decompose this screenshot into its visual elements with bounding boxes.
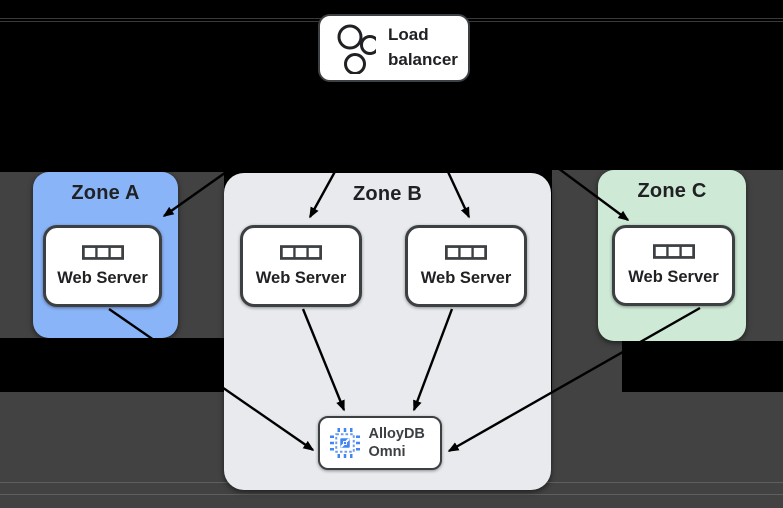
alloydb-omni-label: AlloyDB Omni	[368, 425, 425, 460]
zone-a-web-server: Web Server	[43, 225, 162, 307]
server-icon	[280, 244, 322, 260]
hairline	[0, 494, 783, 495]
alloydb-omni: AlloyDB Omni	[318, 416, 442, 470]
zone-b-title: Zone B	[353, 183, 422, 205]
zone-c-web-server: Web Server	[612, 225, 735, 306]
web-server-label: Web Server	[420, 268, 512, 287]
load-balancer-label: Load balancer	[388, 25, 458, 69]
alloydb-chip-icon	[329, 428, 360, 458]
web-server-label: Web Server	[628, 268, 719, 286]
zone-c-title: Zone C	[637, 180, 707, 202]
zone-b-web-server-1: Web Server	[240, 225, 362, 307]
zone-b-web-server-2: Web Server	[405, 225, 527, 307]
server-icon	[445, 244, 487, 260]
web-server-label: Web Server	[255, 268, 347, 287]
server-icon	[81, 244, 124, 260]
web-server-label: Web Server	[57, 268, 148, 287]
zone-a-title: Zone A	[71, 182, 140, 204]
load-balancer: Load balancer	[318, 14, 470, 82]
backdrop-shade-below-zone-c	[552, 341, 622, 392]
server-icon	[652, 244, 695, 259]
load-balancer-icon	[337, 24, 376, 74]
